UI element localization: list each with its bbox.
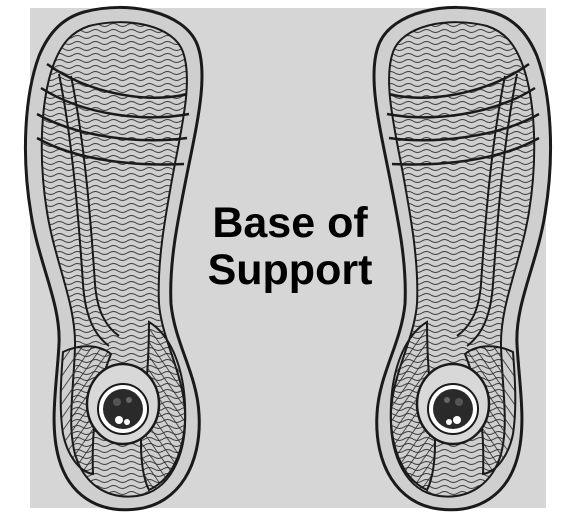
base-of-support-label: Base of Support xyxy=(190,200,390,294)
label-line-2: Support xyxy=(190,247,390,294)
label-line-1: Base of xyxy=(190,200,390,247)
